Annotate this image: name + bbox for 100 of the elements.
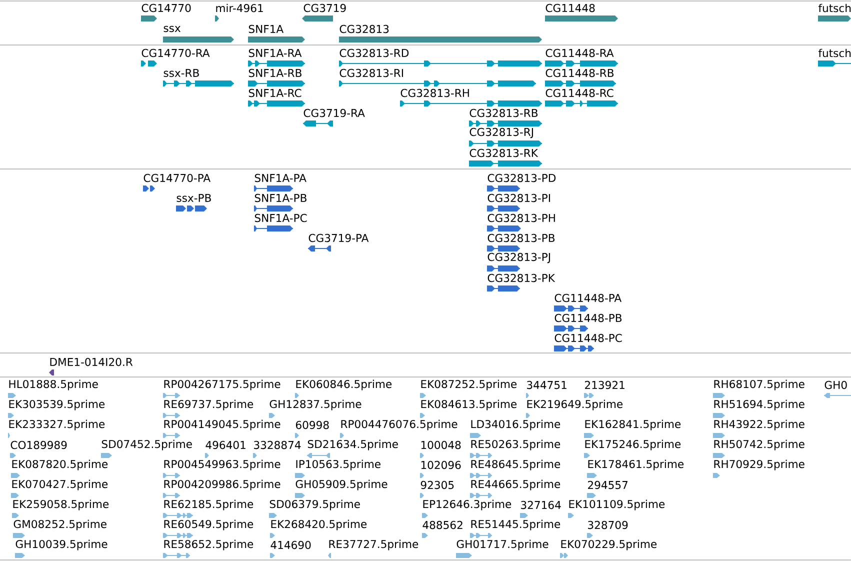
feature-label: SNF1A-PC xyxy=(254,214,307,222)
feature-label: IP10563.5prime xyxy=(296,460,380,470)
feature-label: SNF1A-PA xyxy=(254,174,306,182)
feature-label: EK087252.5prime xyxy=(421,380,517,390)
feature-label: RE58652.5prime xyxy=(164,540,254,550)
feature-label: RE44665.5prime xyxy=(471,480,560,490)
feature-label: CG11448 xyxy=(546,4,595,12)
feature-label: CG11448-RA xyxy=(546,48,614,58)
feature-label: CO189989 xyxy=(10,440,67,450)
feature-label: RH51694.5prime xyxy=(714,400,804,410)
feature-label: mir-4961 xyxy=(216,4,263,12)
feature-label: SD21634.5prime xyxy=(308,440,398,450)
feature-label: RH68107.5prime xyxy=(714,380,804,390)
feature-label: RE51445.5prime xyxy=(471,520,560,530)
feature-label: CG32813-RD xyxy=(340,48,409,58)
feature-label: EK233327.5prime xyxy=(9,420,105,430)
feature-label: 60998 xyxy=(296,420,329,430)
feature-label: 3328874 xyxy=(254,440,301,450)
feature-label: RH70929.5prime xyxy=(714,460,804,470)
feature-label: 213921 xyxy=(585,380,624,390)
feature-label: CG32813-RK xyxy=(470,148,538,158)
feature-label: EK175246.5prime xyxy=(585,440,681,450)
feature-label: EK087820.5prime xyxy=(12,460,108,470)
feature-label: 488562 xyxy=(422,520,462,530)
feature-label: RE50263.5prime xyxy=(471,440,560,450)
feature-label: CG32813-PK xyxy=(488,274,556,282)
feature-label: CG11448-PC xyxy=(554,334,622,342)
feature-label: CG11448-RC xyxy=(546,88,614,98)
feature-label: CG11448-RB xyxy=(546,68,614,78)
feature-label: EP12646.3prime xyxy=(423,500,512,510)
feature-label: RE69737.5prime xyxy=(164,400,254,410)
feature-label: 414690 xyxy=(270,540,311,550)
feature-label: 496401 xyxy=(206,440,246,450)
feature-label: EK070427.5prime xyxy=(12,480,108,490)
feature-label: CG32813-PB xyxy=(488,234,555,242)
feature-label: 327164 xyxy=(521,500,561,510)
feature-label: CG14770 xyxy=(142,4,191,12)
feature-label: LD34016.5prime xyxy=(471,420,560,430)
feature-label: RP004267175.5prime xyxy=(164,380,280,390)
feature-label: EK162841.5prime xyxy=(585,420,681,430)
feature-label: CG14770-RA xyxy=(142,48,210,58)
feature-label: GH01717.5prime xyxy=(456,540,548,550)
feature-label: CG11448-PA xyxy=(554,294,622,302)
feature-label: RH43922.5prime xyxy=(714,420,804,430)
feature-label: 102096 xyxy=(421,460,461,470)
feature-label: CG32813-RI xyxy=(340,68,403,78)
feature-label: GH12837.5prime xyxy=(270,400,362,410)
feature-label: RP004209986.5prime xyxy=(164,480,280,490)
feature-label: SNF1A xyxy=(248,24,284,34)
feature-label: EK219649.5prime xyxy=(527,400,623,410)
feature-label: RP004549963.5prime xyxy=(164,460,280,470)
feature-label: ssx xyxy=(164,26,180,32)
feature-label: ssx-PB xyxy=(176,194,211,202)
feature-label: CG32813 xyxy=(340,24,389,34)
feature-label: SNF1A-RC xyxy=(248,88,302,98)
feature-label: CG3719-RA xyxy=(304,108,365,118)
feature-label: CG3719 xyxy=(304,4,346,12)
feature-label: CG32813-PD xyxy=(488,174,556,182)
feature-label: CG32813-RH xyxy=(400,88,469,98)
feature-label: CG32813-RB xyxy=(470,108,538,118)
feature-label: SD07452.5prime xyxy=(102,440,192,450)
feature-label: SNF1A-RB xyxy=(248,68,302,78)
feature-label: RE48645.5prime xyxy=(471,460,560,470)
feature-label: GH05909.5prime xyxy=(296,480,388,490)
feature-label: 294557 xyxy=(588,480,628,490)
feature-label: RP004149045.5prime xyxy=(164,420,280,430)
feature-label: 100048 xyxy=(421,440,461,450)
feature-label: CG32813-PI xyxy=(488,194,550,202)
feature-label: GH0 xyxy=(824,380,847,390)
feature-label: CG32813-RJ xyxy=(470,128,533,138)
feature-label: HL01888.5prime xyxy=(9,380,98,390)
feature-label: EK303539.5prime xyxy=(9,400,105,410)
feature-label: RE62185.5prime xyxy=(164,500,254,510)
feature-label: 328709 xyxy=(588,520,628,530)
feature-label: EK070229.5prime xyxy=(561,540,657,550)
feature-label: 344751 xyxy=(527,380,566,390)
feature-label: RP004476076.5prime xyxy=(341,420,458,430)
feature-label: CG32813-PJ xyxy=(488,252,550,264)
feature-label: RE60549.5prime xyxy=(164,520,254,530)
feature-label: RH50742.5prime xyxy=(714,440,804,450)
feature-label: ssx-RB xyxy=(164,68,199,77)
feature-label: CG32813-PH xyxy=(488,214,555,222)
feature-label: RE37727.5prime xyxy=(329,540,418,550)
feature-label: EK101109.5prime xyxy=(569,500,665,510)
feature-label: 92305 xyxy=(420,480,454,490)
feature-label: EK060846.5prime xyxy=(296,380,392,390)
feature-label: EK084613.5prime xyxy=(421,400,517,410)
feature-label: CG3719-PA xyxy=(308,234,369,242)
feature-label: GM08252.5prime xyxy=(14,520,106,530)
feature-label: CG14770-PA xyxy=(144,174,210,182)
feature-label: futsch xyxy=(818,48,851,58)
feature-label: EK268420.5prime xyxy=(271,520,367,530)
feature-label: EK259058.5prime xyxy=(13,500,109,510)
feature-label: EK178461.5prime xyxy=(588,460,684,470)
feature-label: GH10039.5prime xyxy=(16,540,108,550)
feature-label: SNF1A-RA xyxy=(248,48,302,58)
feature-label: futsch xyxy=(818,4,851,12)
feature-label: SNF1A-PB xyxy=(254,194,306,202)
feature-label: DME1-014I20.R xyxy=(50,358,133,366)
feature-label: CG11448-PB xyxy=(554,314,622,322)
